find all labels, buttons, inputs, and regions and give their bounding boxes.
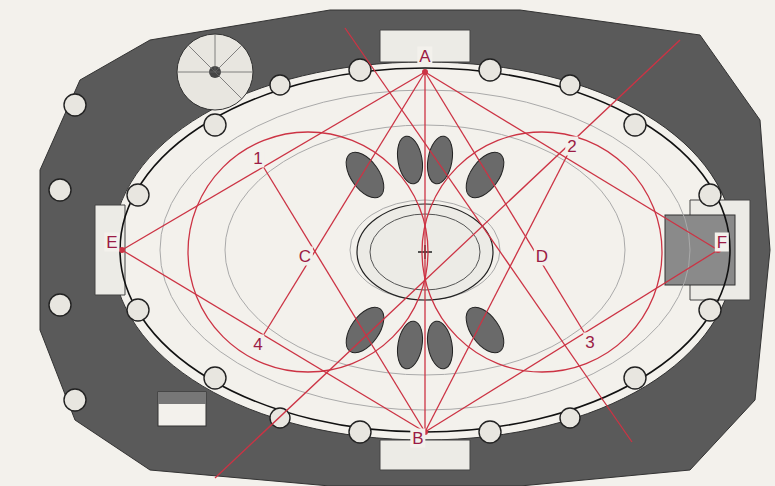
point-label: 1 — [251, 149, 264, 168]
stair — [177, 34, 253, 110]
stair-steps — [177, 34, 253, 99]
point-label: D — [534, 247, 550, 266]
point-label: 4 — [251, 335, 264, 354]
point-label: E — [104, 233, 119, 252]
construction-lines — [122, 28, 718, 478]
chapel-niches — [95, 30, 750, 470]
wall-mass — [40, 10, 770, 486]
point-label: 3 — [583, 333, 596, 352]
side-altar — [158, 392, 206, 426]
columns — [49, 59, 721, 443]
side-altar-top — [158, 392, 206, 404]
point-label: F — [715, 233, 729, 252]
point-label: 2 — [565, 137, 578, 156]
altar — [665, 215, 735, 285]
point-label: C — [297, 247, 313, 266]
point-label: A — [417, 47, 432, 66]
point-label: B — [410, 429, 425, 448]
interior-outline — [120, 68, 730, 432]
construction-points — [119, 69, 721, 435]
